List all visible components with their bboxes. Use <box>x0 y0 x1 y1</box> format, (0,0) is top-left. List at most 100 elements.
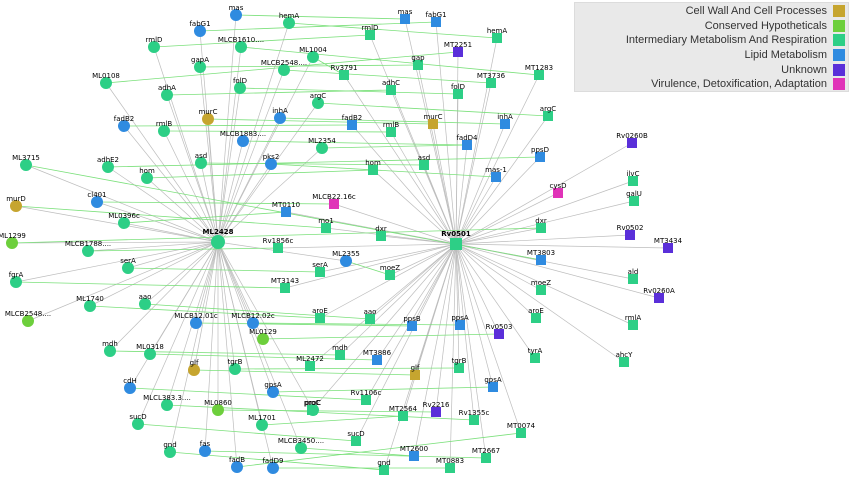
node-marker[interactable] <box>419 160 429 170</box>
node-marker[interactable] <box>351 436 361 446</box>
node-marker[interactable] <box>361 395 371 405</box>
node-marker[interactable] <box>100 77 112 89</box>
leprae-node-ml0108[interactable]: ML0108 <box>92 72 120 89</box>
node-marker[interactable] <box>492 33 502 43</box>
node-marker[interactable] <box>20 159 32 171</box>
node-marker[interactable] <box>400 14 410 24</box>
node-marker[interactable] <box>500 119 510 129</box>
tb-node-mdh[interactable]: mdh <box>332 344 348 360</box>
tb-node-tyra[interactable]: tyrA <box>528 347 543 363</box>
node-marker[interactable] <box>628 320 638 330</box>
tb-node-hema[interactable]: hemA <box>487 27 508 43</box>
tb-node-gpsa[interactable]: gpsA <box>484 376 502 392</box>
node-marker[interactable] <box>274 112 286 124</box>
tb-node-ilvc[interactable]: ilvC <box>627 170 640 186</box>
node-marker[interactable] <box>316 142 328 154</box>
node-marker[interactable] <box>234 82 246 94</box>
node-marker[interactable] <box>6 237 18 249</box>
node-marker[interactable] <box>654 293 664 303</box>
node-marker[interactable] <box>531 313 541 323</box>
node-marker[interactable] <box>312 97 324 109</box>
leprae-node-cl401[interactable]: cl401 <box>87 191 107 208</box>
leprae-node-gpsa[interactable]: gpsA <box>264 381 282 398</box>
node-marker[interactable] <box>347 120 357 130</box>
node-marker[interactable] <box>628 176 638 186</box>
node-marker[interactable] <box>118 120 130 132</box>
node-marker[interactable] <box>139 298 151 310</box>
leprae-node-ml1004[interactable]: ML1004 <box>299 46 327 63</box>
node-marker[interactable] <box>481 453 491 463</box>
tb-node-rv0260a[interactable]: Rv0260A <box>643 287 675 303</box>
tb-node-proc[interactable]: proC <box>304 399 320 415</box>
node-marker[interactable] <box>469 415 479 425</box>
node-marker[interactable] <box>368 165 378 175</box>
tb-node-fold[interactable]: folD <box>451 83 465 99</box>
leprae-node-mlcb1610[interactable]: MLCB1610.... <box>218 36 264 53</box>
tb-node-rmla[interactable]: rmlA <box>625 314 642 330</box>
node-marker[interactable] <box>158 125 170 137</box>
tb-node-mt2600[interactable]: MT2600 <box>400 445 428 461</box>
tb-node-inha[interactable]: inhA <box>497 113 513 129</box>
leprae-node-tgrb[interactable]: tgrB <box>228 358 243 375</box>
node-marker[interactable] <box>627 138 637 148</box>
tb-node-mt0074[interactable]: MT0074 <box>507 422 536 438</box>
node-marker[interactable] <box>190 317 202 329</box>
tb-node-rv3791[interactable]: Rv3791 <box>331 64 358 80</box>
leprae-node-mlcb12-01c[interactable]: MLCB12.01c <box>174 312 218 329</box>
node-marker[interactable] <box>379 465 389 475</box>
leprae-node-ml0396c[interactable]: ML0396c <box>108 212 140 229</box>
node-marker[interactable] <box>257 333 269 345</box>
node-marker[interactable] <box>431 407 441 417</box>
tb-node-argc[interactable]: argC <box>540 105 556 121</box>
node-marker[interactable] <box>235 41 247 53</box>
tb-node-rmld[interactable]: rmlD <box>362 24 379 40</box>
tb-node-mt3886[interactable]: MT3886 <box>363 349 392 365</box>
node-marker[interactable] <box>376 231 386 241</box>
tb-node-mt2564[interactable]: MT2564 <box>389 405 418 421</box>
node-marker[interactable] <box>132 418 144 430</box>
leprae-node-fadb[interactable]: fadB <box>229 456 245 473</box>
leprae-node-inha[interactable]: inhA <box>272 107 288 124</box>
node-marker[interactable] <box>295 442 307 454</box>
node-marker[interactable] <box>535 152 545 162</box>
node-marker[interactable] <box>194 25 206 37</box>
node-marker[interactable] <box>10 276 22 288</box>
node-marker[interactable] <box>454 363 464 373</box>
leprae-node-ml2354[interactable]: ML2354 <box>308 137 336 154</box>
node-marker[interactable] <box>265 158 277 170</box>
leprae-node-ml3715[interactable]: ML3715 <box>12 154 40 171</box>
leprae-node-gapa[interactable]: gapA <box>191 56 209 73</box>
node-marker[interactable] <box>365 314 375 324</box>
tb-node-mas-1[interactable]: mas-1 <box>485 166 507 182</box>
node-marker[interactable] <box>494 329 504 339</box>
tb-node-mt0110[interactable]: MT0110 <box>272 201 300 217</box>
leprae-node-mlcb3450[interactable]: MLCB3450.... <box>278 437 324 454</box>
tb-node-mlcb22-16c[interactable]: MLCB22.16c <box>312 193 356 209</box>
leprae-node-sucd[interactable]: sucD <box>129 413 147 430</box>
tb-node-glf[interactable]: glf <box>410 364 420 380</box>
tb-node-rv2216[interactable]: Rv2216 <box>423 401 450 417</box>
tb-node-asd[interactable]: asd <box>418 154 430 170</box>
leprae-node-ml1299[interactable]: ML1299 <box>0 232 26 249</box>
tb-node-rv1106c[interactable]: Rv1106c <box>351 389 382 405</box>
node-marker[interactable] <box>194 61 206 73</box>
leprae-node-mlcb2548[interactable]: MLCB2548.... <box>261 59 307 76</box>
tb-node-sucd[interactable]: sucD <box>347 430 365 446</box>
leprae-node-hom[interactable]: hom <box>139 167 155 184</box>
hub-node-ml2428[interactable]: ML2428 <box>203 228 234 249</box>
node-marker[interactable] <box>619 357 629 367</box>
leprae-node-mlcb1788[interactable]: MLCB1788.... <box>65 240 111 257</box>
node-marker[interactable] <box>305 361 315 371</box>
node-marker[interactable] <box>267 386 279 398</box>
node-marker[interactable] <box>256 419 268 431</box>
leprae-node-ml0860[interactable]: ML0860 <box>204 399 232 416</box>
node-marker[interactable] <box>122 262 134 274</box>
tb-node-galu[interactable]: galU <box>626 190 642 206</box>
tb-node-dxr[interactable]: dxr <box>535 217 547 233</box>
tb-node-mt0883[interactable]: MT0883 <box>436 457 464 473</box>
node-marker[interactable] <box>413 60 423 70</box>
leprae-node-fold[interactable]: folD <box>233 77 247 94</box>
tb-node-rv0502[interactable]: Rv0502 <box>617 224 644 240</box>
node-marker[interactable] <box>385 270 395 280</box>
node-marker[interactable] <box>315 267 325 277</box>
